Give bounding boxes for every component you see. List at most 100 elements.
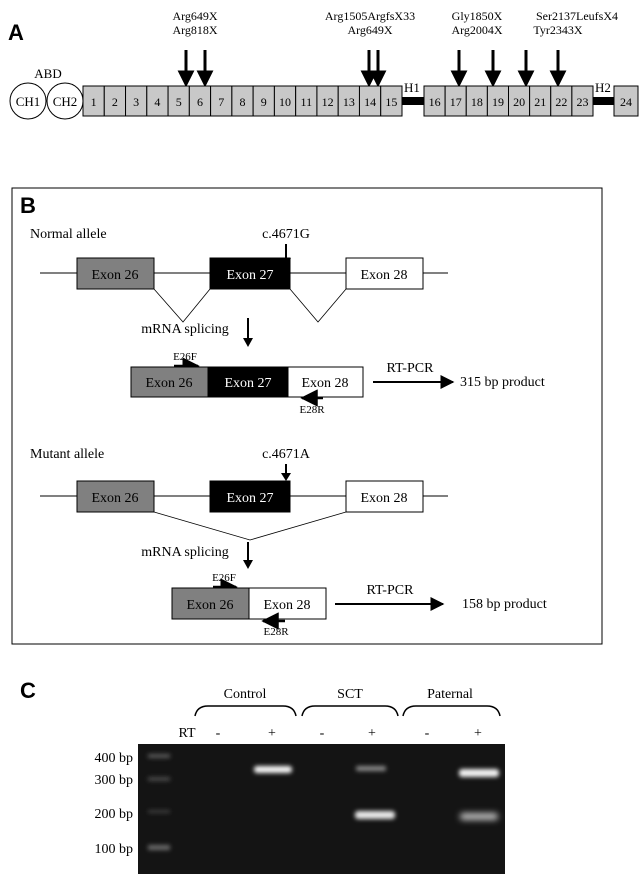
- exon-label-7: 7: [218, 95, 224, 109]
- band-paternal-plus-158: [460, 813, 498, 820]
- mutant-splice-skip: [153, 511, 347, 541]
- mutant-exon28-box: [345, 480, 424, 513]
- exon-label-1: 1: [91, 95, 97, 109]
- gel-ladder-bands: [148, 754, 170, 850]
- exon-label-23: 23: [576, 95, 588, 109]
- normal-splice-left: [153, 288, 211, 323]
- normal-splicing-arrowhead: [243, 338, 253, 347]
- normal-exon26-label: Exon 26: [91, 268, 138, 283]
- exon-label-16: 16: [429, 95, 441, 109]
- lane-sign-2: +: [268, 726, 276, 741]
- mutant-exon27-box: [209, 480, 291, 513]
- mutant-exon26-box: [76, 480, 155, 513]
- mutant-mrna-exon26-label: Exon 26: [186, 598, 233, 613]
- mutation-label-4a: Ser2137LeufsX4: [536, 9, 618, 23]
- hinge-h1-label: H1: [404, 80, 420, 95]
- normal-exon26-box: [76, 257, 155, 290]
- mutant-variant-arrowhead: [281, 473, 291, 481]
- mutation-label-1b: Arg818X: [172, 23, 217, 37]
- exon-label-14: 14: [364, 95, 376, 109]
- band-paternal-plus-315: [459, 769, 499, 777]
- mutation-label-1a: Arg649X: [172, 9, 217, 23]
- exon-label-4: 4: [154, 95, 160, 109]
- normal-rtpcr-label: RT-PCR: [387, 361, 435, 376]
- normal-exon28-box: [345, 257, 424, 290]
- exon-label-24: 24: [620, 95, 632, 109]
- exon-label-9: 9: [261, 95, 267, 109]
- ladder-label-200: 200 bp: [95, 807, 134, 822]
- mutation-label-4b: Tyr2343X: [533, 23, 582, 37]
- normal-e26f-label: E26F: [173, 351, 197, 363]
- mutation-label-3b: Arg2004X: [451, 23, 502, 37]
- ladder-label-100: 100 bp: [95, 842, 134, 857]
- mutant-exon28-label: Exon 28: [360, 491, 407, 506]
- exon-label-12: 12: [322, 95, 334, 109]
- exon-label-11: 11: [301, 95, 313, 109]
- gel-sample-bands: [254, 766, 499, 820]
- mutation-label-3a: Gly1850X: [452, 9, 503, 23]
- mutant-exon27-label: Exon 27: [226, 491, 273, 506]
- exon-label-2: 2: [112, 95, 118, 109]
- mutant-product-label: 158 bp product: [462, 597, 547, 612]
- ladder-label-400: 400 bp: [95, 751, 134, 766]
- mutant-e28r-label: E28R: [263, 626, 289, 638]
- mutant-allele-title: Mutant allele: [30, 447, 104, 462]
- mutant-mrna-exon26: [171, 587, 250, 620]
- exon-label-13: 13: [343, 95, 355, 109]
- panel-b-letter: B: [20, 193, 36, 218]
- exon-label-21: 21: [534, 95, 546, 109]
- normal-mrna-exon26-label: Exon 26: [145, 376, 192, 391]
- lane-sign-5: -: [425, 726, 430, 741]
- ch1-domain: [9, 82, 47, 120]
- abd-label: ABD: [34, 66, 61, 81]
- normal-mrna-exon27-label: Exon 27: [224, 376, 271, 391]
- gel-image: [138, 744, 505, 874]
- normal-e28r-label: E28R: [299, 404, 325, 416]
- hinge-h2-label: H2: [595, 80, 611, 95]
- group-label-sct: SCT: [337, 687, 363, 702]
- group-label-control: Control: [224, 687, 267, 702]
- mutant-splicing-arrowhead: [243, 560, 253, 569]
- mutation-label-2a: Arg1505ArgfsX33: [325, 9, 415, 23]
- band-control-plus-315: [254, 766, 292, 773]
- mutation-arrows: [177, 50, 567, 88]
- exon-label-5: 5: [176, 95, 182, 109]
- normal-allele-title: Normal allele: [30, 227, 107, 242]
- panel-c: C Control SCT Paternal RT - + - + - + 40…: [20, 678, 505, 874]
- mutant-exon26-label: Exon 26: [91, 491, 138, 506]
- normal-splice-right: [289, 288, 347, 323]
- normal-product-label: 315 bp product: [460, 375, 545, 390]
- mutant-e26f-label: E26F: [212, 572, 236, 584]
- normal-mrna-exon28-label: Exon 28: [301, 376, 348, 391]
- ch2-label: CH2: [53, 94, 78, 109]
- exon-label-18: 18: [471, 95, 483, 109]
- rt-label: RT: [178, 726, 195, 741]
- panel-b-frame: [11, 187, 603, 645]
- lane-sign-4: +: [368, 726, 376, 741]
- group-brackets: [194, 705, 501, 717]
- normal-exon28-label: Exon 28: [360, 268, 407, 283]
- exon-label-3: 3: [133, 95, 139, 109]
- panel-b: B Normal allele c.4671G Exon 26 Exon 27 …: [11, 187, 603, 645]
- mutant-mrna-exon28-label: Exon 28: [263, 598, 310, 613]
- exon-label-10: 10: [279, 95, 291, 109]
- group-label-paternal: Paternal: [427, 687, 473, 702]
- exon-label-15: 15: [385, 95, 397, 109]
- band-sct-plus-315: [356, 766, 386, 771]
- mutant-splicing-label: mRNA splicing: [141, 545, 229, 560]
- panel-a: A Arg649X Arg818X Arg1505ArgfsX33 Arg649…: [8, 9, 639, 120]
- panel-c-letter: C: [20, 678, 36, 703]
- exon-label-19: 19: [492, 95, 504, 109]
- lane-sign-1: -: [216, 726, 221, 741]
- exon-label-22: 22: [555, 95, 567, 109]
- panel-a-letter: A: [8, 20, 24, 45]
- band-sct-plus-158: [355, 811, 395, 819]
- lane-sign-3: -: [320, 726, 325, 741]
- normal-exon27-label: Exon 27: [226, 268, 273, 283]
- ladder-label-300: 300 bp: [95, 773, 134, 788]
- exon-label-8: 8: [240, 95, 246, 109]
- mutation-label-2b: Arg649X: [347, 23, 392, 37]
- exon-label-20: 20: [513, 95, 525, 109]
